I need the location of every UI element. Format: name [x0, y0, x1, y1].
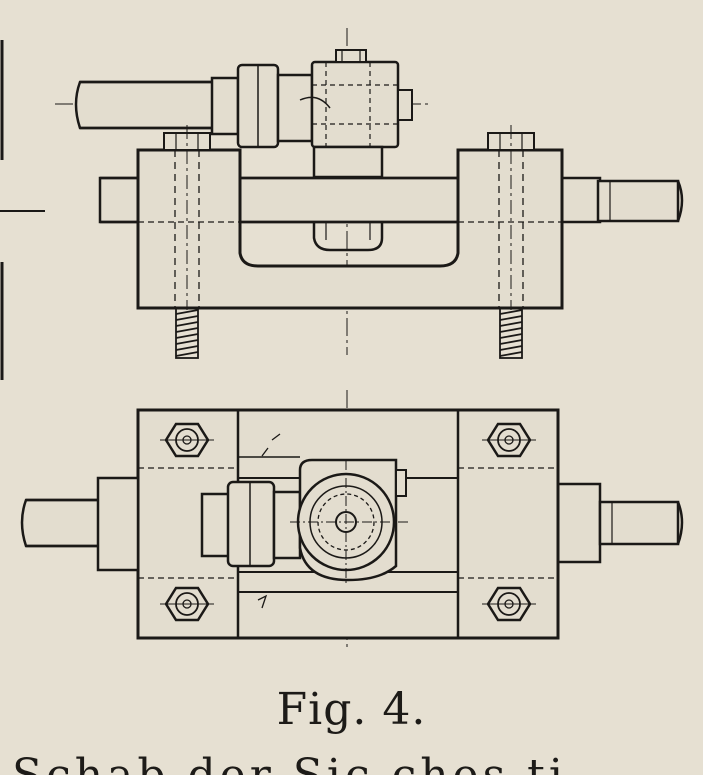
left-bolt	[163, 125, 211, 359]
nut-top-right	[482, 422, 536, 458]
nut-bottom-right	[482, 586, 536, 622]
right-bolt	[487, 125, 535, 359]
upper-rod	[74, 80, 216, 130]
elevation-view	[55, 28, 684, 359]
figure-caption: Fig. 4.	[276, 684, 427, 735]
plan-view	[20, 390, 684, 650]
nut-bottom-left	[160, 586, 214, 622]
rod-clamp-head	[210, 49, 413, 149]
partial-text-bottom: Schab der Sic ches ti	[12, 750, 567, 775]
margin-marks	[0, 40, 45, 380]
plan-clamp	[200, 458, 410, 584]
nut-top-left	[160, 422, 214, 458]
main-body	[100, 148, 564, 310]
